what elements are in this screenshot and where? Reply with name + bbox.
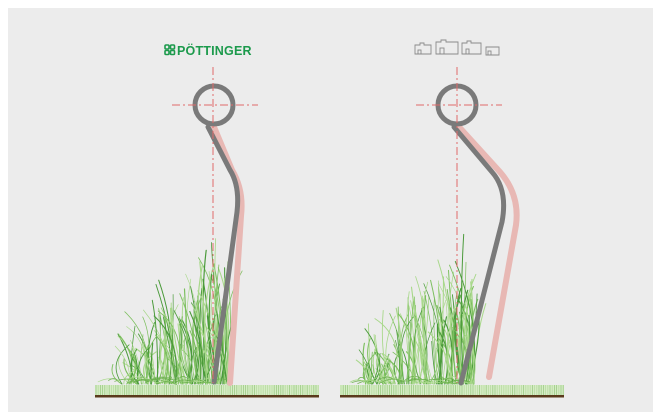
stubble-strip — [340, 385, 564, 395]
building-icon — [414, 42, 432, 55]
brand-name: PÖTTINGER — [177, 43, 252, 58]
tine-deflected-shadow — [457, 125, 520, 380]
poettinger-logo: PÖTTINGER — [164, 43, 252, 58]
right-panel — [340, 39, 564, 398]
soil-line — [95, 395, 319, 398]
generic-competitor-icons — [414, 39, 500, 56]
soil-line — [340, 395, 564, 398]
left-panel: PÖTTINGER — [95, 43, 319, 398]
poettinger-cube-icon — [164, 44, 176, 56]
spring-tine — [205, 124, 241, 385]
building-icon — [435, 39, 459, 55]
building-icon — [485, 46, 500, 56]
crop-vegetation — [97, 238, 243, 386]
diagram-background — [8, 8, 653, 412]
building-icon — [461, 40, 482, 55]
spring-tine — [451, 124, 507, 386]
stubble-strip — [95, 385, 319, 395]
